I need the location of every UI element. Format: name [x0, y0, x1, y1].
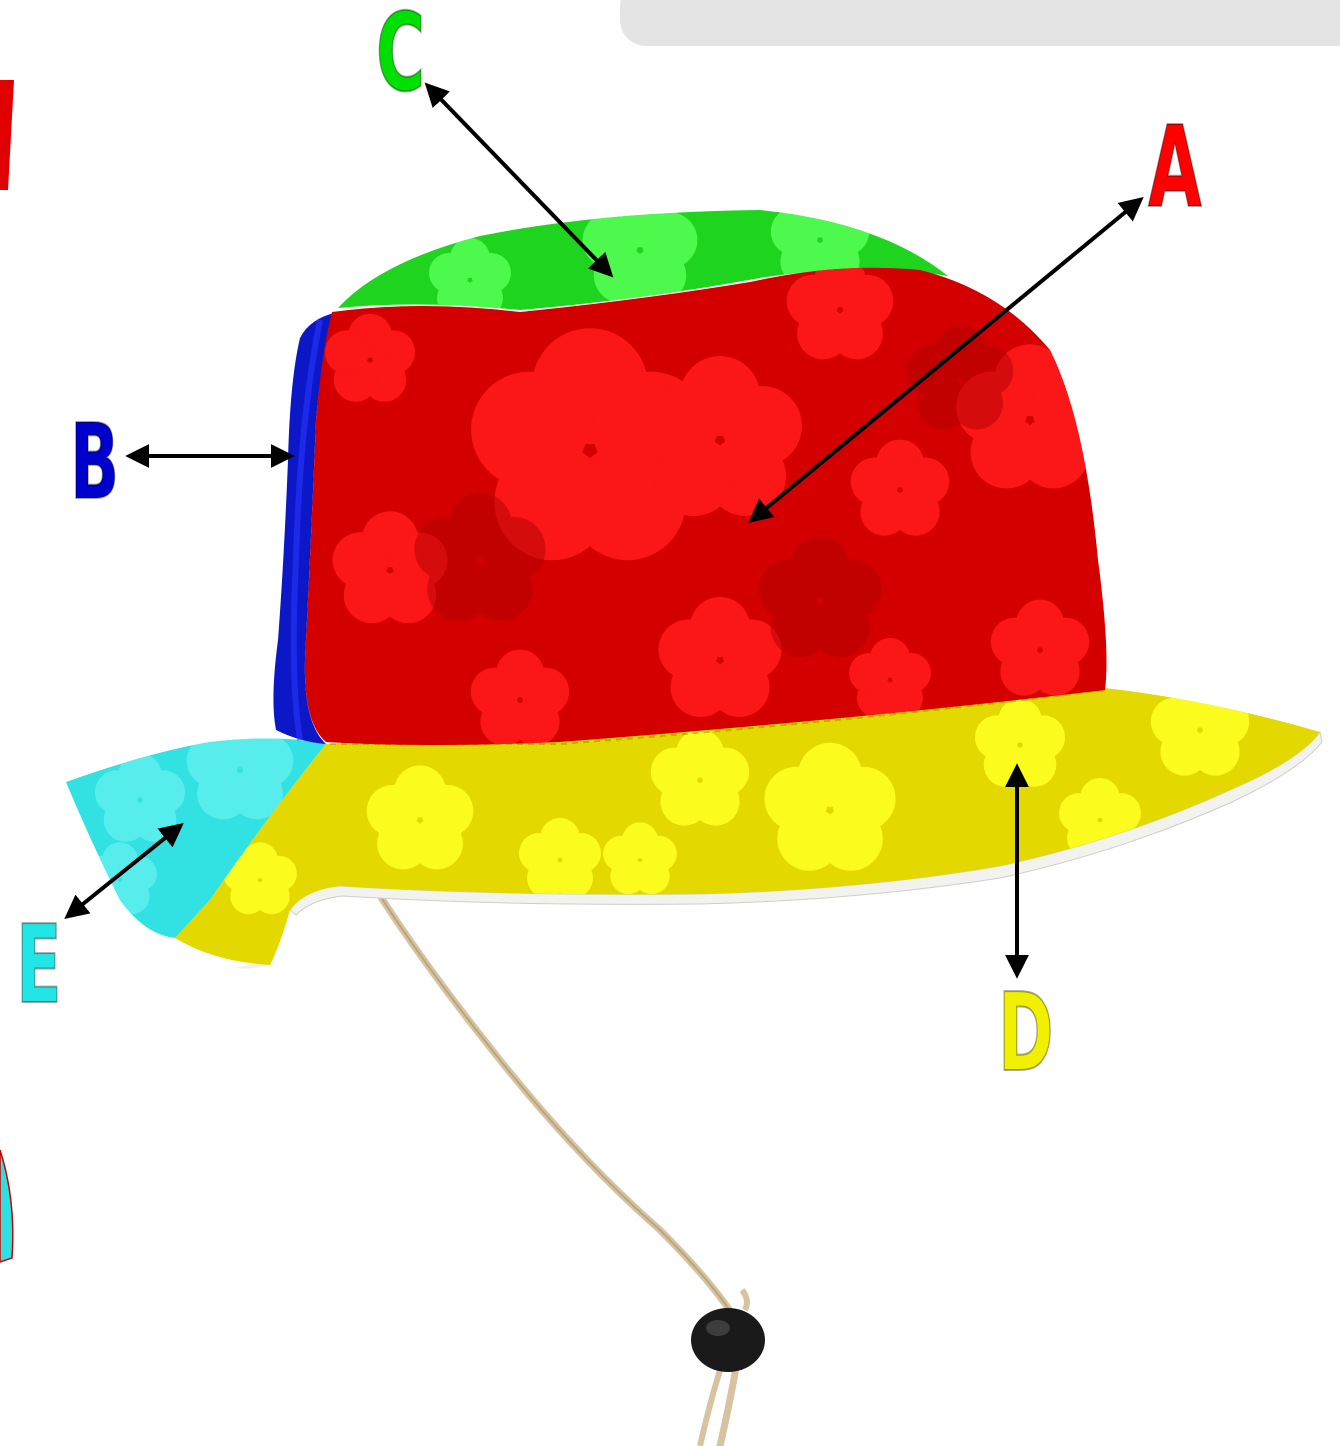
cord-toggle [691, 1308, 765, 1372]
chin-cord [370, 880, 742, 1446]
label-b: B [70, 410, 119, 514]
label-d: D [998, 980, 1054, 1088]
label-a: A [1148, 112, 1202, 224]
label-e: E [16, 912, 62, 1020]
label-c: C [376, 0, 425, 108]
